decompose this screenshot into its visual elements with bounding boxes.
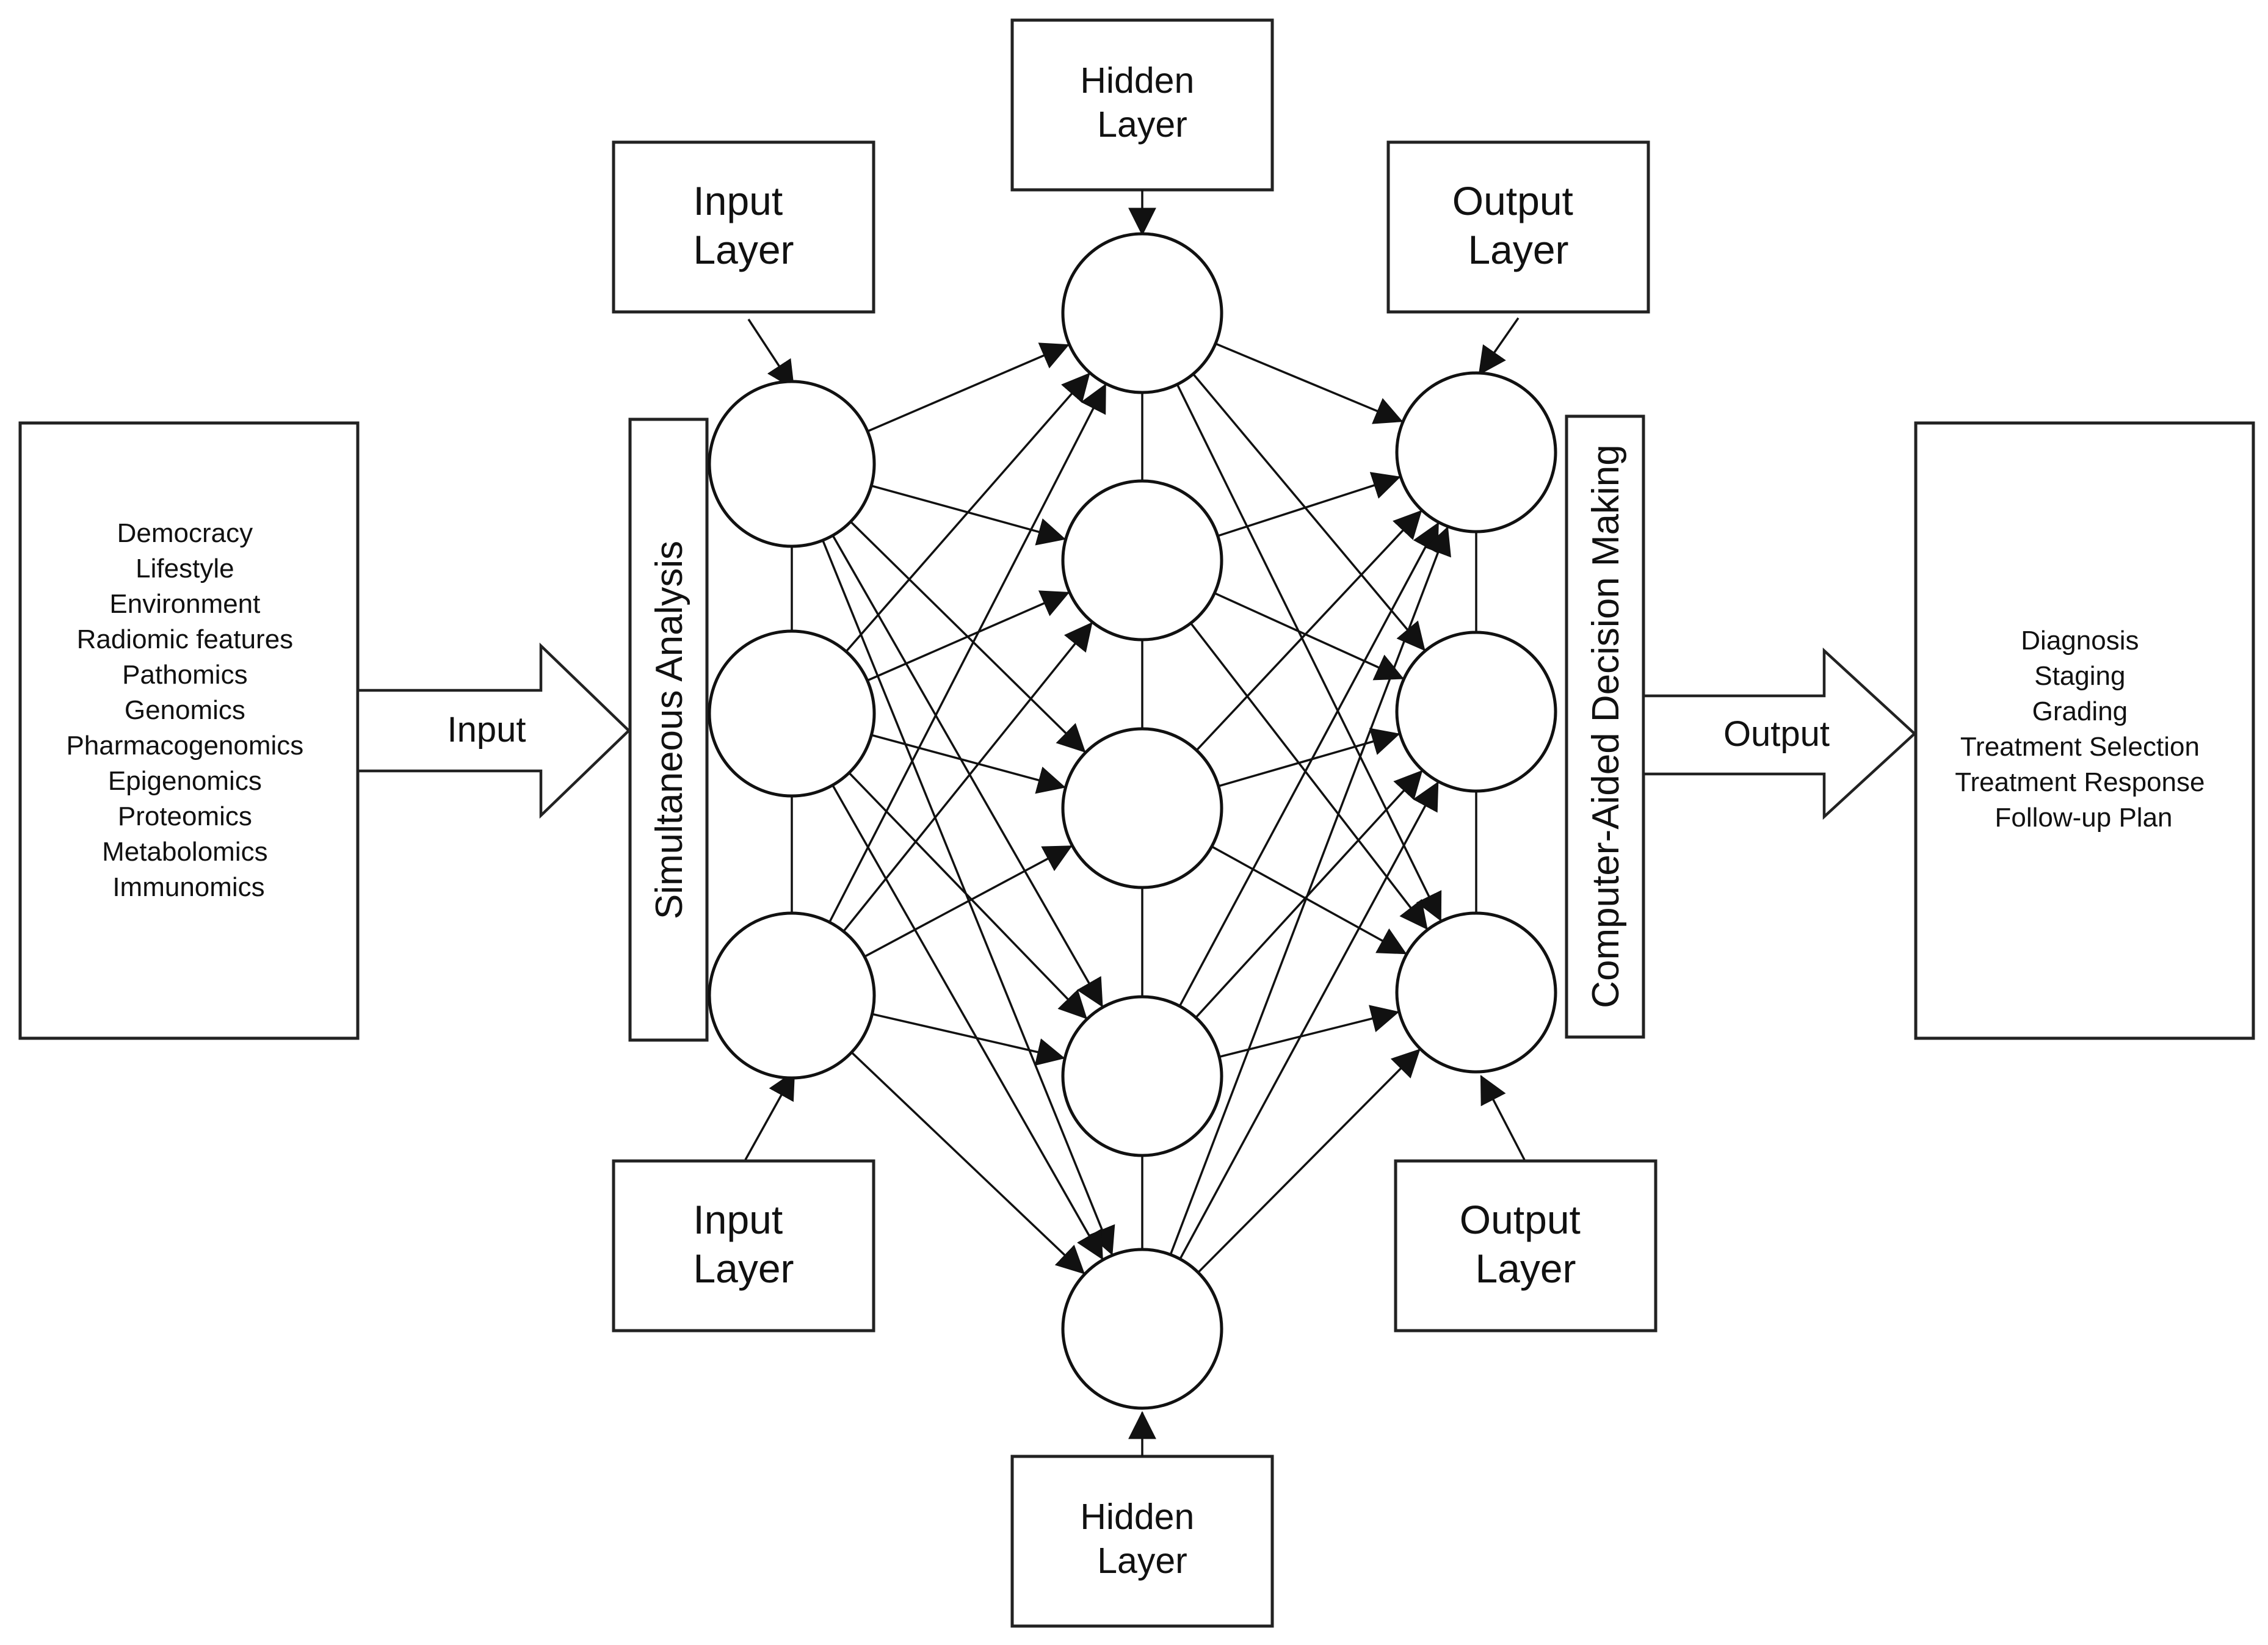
hidden-to-output-link <box>1218 728 1400 787</box>
input-to-hidden-link <box>845 372 1090 653</box>
hidden-to-output-link <box>1211 845 1407 955</box>
input-node <box>708 911 876 1080</box>
simultaneous-analysis-bar <box>628 418 709 1042</box>
input-to-hidden-link <box>831 784 1104 1260</box>
input-to-hidden-link <box>871 734 1066 794</box>
output-node <box>1395 911 1557 1074</box>
outputs-list: Diagnosis Staging Grading Treatment Sele… <box>1955 626 2212 833</box>
input-to-hidden-link <box>828 383 1107 923</box>
output-layer-nodes <box>1395 371 1557 1074</box>
input-to-hidden-link <box>850 1051 1085 1274</box>
layer-vertical-links <box>791 392 1477 1249</box>
input-to-hidden-link <box>864 845 1073 958</box>
input-source-item: Proteomics <box>118 801 252 831</box>
hidden-to-output-link <box>1215 342 1404 424</box>
hidden-to-output-link <box>1197 1049 1421 1273</box>
pointer-input-top <box>747 319 795 389</box>
hidden-to-output-link <box>1192 373 1426 651</box>
hidden-layer-nodes <box>1061 232 1223 1410</box>
input-layer-label-top: Input Layer <box>693 178 794 272</box>
input-to-hidden-link <box>822 540 1115 1256</box>
output-node <box>1395 631 1557 793</box>
output-item: Grading <box>2032 696 2128 726</box>
hidden-node <box>1061 479 1223 642</box>
output-item: Diagnosis <box>2021 626 2139 656</box>
decision-making-label: Computer-Aided Decision Making <box>1585 444 1627 1008</box>
input-source-item: Radiomic features <box>77 624 294 654</box>
pointer-output-top <box>1478 317 1520 375</box>
input-to-hidden-link <box>872 1013 1065 1066</box>
decision-making-bar <box>1565 414 1645 1039</box>
output-item: Follow-up Plan <box>1994 803 2172 833</box>
outputs-box <box>1914 421 2255 1040</box>
input-source-item: Environment <box>109 589 260 619</box>
hidden-to-output-link <box>1219 1005 1400 1058</box>
hidden-to-output-link <box>1190 622 1428 930</box>
input-source-item: Pathomics <box>122 660 247 690</box>
hidden-node <box>1061 1248 1223 1410</box>
input-to-hidden-link <box>842 622 1093 932</box>
hidden-node <box>1061 232 1223 394</box>
input-sources-list: Democracy Lifestyle Environment Radiomic… <box>66 518 311 902</box>
simultaneous-analysis-label: Simultaneous Analysis <box>648 541 690 919</box>
input-source-item: Lifestyle <box>136 554 234 584</box>
input-source-item: Metabolomics <box>102 837 267 867</box>
hidden-layer-label-bottom: Hidden Layer <box>1080 1497 1204 1581</box>
hidden-to-output-link <box>1176 383 1442 922</box>
output-arrow <box>1642 647 1917 820</box>
output-item: Treatment Response <box>1955 767 2205 797</box>
input-node <box>708 629 876 798</box>
input-sources-box <box>18 421 360 1040</box>
input-layer-nodes <box>708 380 876 1080</box>
output-layer-box-bottom <box>1394 1159 1658 1332</box>
input-arrow <box>356 642 631 819</box>
input-source-item: Democracy <box>117 518 253 548</box>
input-to-hidden-link <box>866 590 1070 682</box>
hidden-layer-label-top: Hidden Layer <box>1080 60 1204 145</box>
input-source-item: Pharmacogenomics <box>66 731 303 761</box>
input-arrow-label: Input <box>447 710 526 750</box>
hidden-to-output-link <box>1217 472 1401 537</box>
layer-pointer-arrows <box>744 190 1526 1456</box>
node-connections <box>822 342 1451 1274</box>
output-node <box>1395 371 1557 533</box>
input-layer-label-bottom: Input Layer <box>693 1197 794 1291</box>
pointer-output-bottom <box>1480 1074 1526 1160</box>
input-layer-box-top <box>612 140 875 314</box>
input-to-hidden-link <box>848 772 1087 1019</box>
output-layer-box-top <box>1386 140 1650 314</box>
hidden-to-output-link <box>1179 781 1439 1260</box>
input-node <box>708 380 876 548</box>
pointer-input-bottom <box>744 1070 795 1160</box>
hidden-to-output-link <box>1169 526 1451 1256</box>
output-layer-label-top: Output Layer <box>1452 178 1584 272</box>
hidden-node <box>1061 995 1223 1157</box>
input-layer-box-bottom <box>612 1159 875 1332</box>
hidden-node <box>1061 727 1223 889</box>
input-source-item: Genomics <box>125 695 245 725</box>
hidden-layer-box-top <box>1010 18 1274 192</box>
hidden-to-output-link <box>1195 510 1422 751</box>
input-source-item: Epigenomics <box>108 766 262 796</box>
input-source-item: Immunomics <box>112 872 264 902</box>
hidden-to-output-link <box>1214 592 1404 681</box>
output-item: Treatment Selection <box>1960 732 2200 762</box>
output-layer-label-bottom: Output Layer <box>1460 1197 1592 1291</box>
output-arrow-label: Output <box>1723 714 1830 754</box>
hidden-to-output-link <box>1178 522 1440 1007</box>
input-to-hidden-link <box>867 342 1070 433</box>
output-item: Staging <box>2034 661 2125 691</box>
input-to-hidden-link <box>831 535 1103 1008</box>
